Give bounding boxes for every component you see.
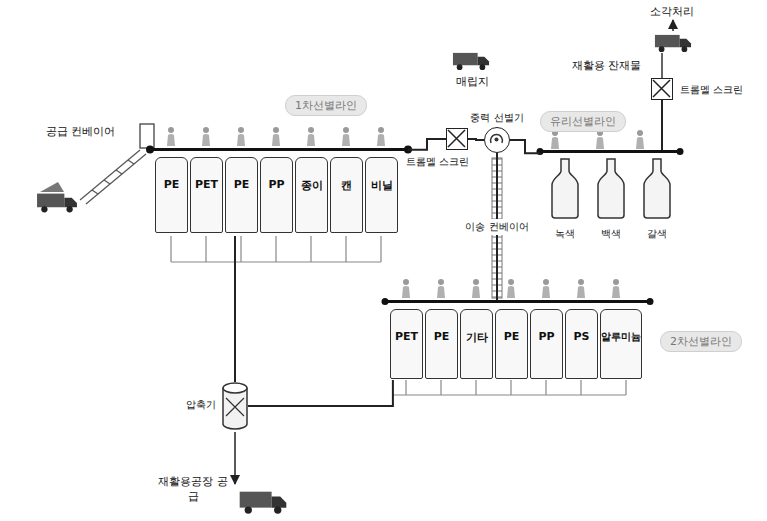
sorting-line: 1차선별라인PEPETPEPP종이캔비닐	[150, 148, 408, 236]
sorting-bin: PE	[425, 309, 458, 379]
node-text: 트롬멜 스크린	[406, 155, 469, 169]
conveyor-connector	[468, 139, 484, 140]
glass-bottle: 갈색	[636, 157, 678, 241]
free-label: 공급 컨베이어	[46, 124, 116, 139]
sorting-line: 2차선별라인PETPE기타PEPPPS알루미늄	[385, 300, 650, 380]
node-text: 2차선별라인	[660, 331, 742, 352]
sorting-bin: 캔	[330, 157, 363, 233]
sorting-bin: PE	[155, 157, 188, 233]
node-text: PE	[426, 330, 457, 343]
supply-truck	[37, 182, 77, 213]
conveyor-connector	[408, 139, 446, 150]
sorting-bin: 기타	[460, 309, 493, 379]
sorting-bin: 종이	[295, 157, 328, 233]
node-text: 트롬멜 스크린	[680, 83, 743, 97]
trommel-screen: 트롬멜 스크린	[446, 128, 468, 150]
node-text: 압축기	[186, 398, 216, 412]
sorting-bin: 비닐	[365, 157, 398, 233]
node-text: 종이	[296, 178, 327, 193]
collector-pipes	[171, 236, 626, 395]
trommel-screen: 트롬멜 스크린	[651, 78, 673, 100]
conveyor-connector	[248, 380, 393, 406]
sorting-line: 유리선별라인녹색백색갈색	[540, 150, 680, 216]
sorting-bin: PET	[390, 309, 423, 379]
conveyor-connector	[661, 100, 663, 150]
node-text: PP	[261, 178, 292, 191]
node-text: 갈색	[636, 227, 678, 241]
node-text: 비닐	[366, 178, 397, 193]
sorting-bin: PP	[260, 157, 293, 233]
node-text: 녹색	[544, 227, 586, 241]
free-label: 재활용 잔재물	[572, 58, 642, 73]
node-text: PS	[566, 330, 597, 343]
landfill-truck	[453, 53, 489, 70]
glass-bottle: 백색	[590, 157, 632, 241]
conveyor-connector	[510, 140, 540, 153]
gravity-separator: 중력 선별기	[484, 127, 510, 153]
conveyor-connector	[234, 236, 236, 382]
node-text: PET	[191, 178, 222, 191]
node-text: PE	[226, 178, 257, 191]
sorting-bin: PS	[565, 309, 598, 379]
sorting-bin: PE	[495, 309, 528, 379]
edge-label: 이송 컨베이어	[463, 219, 530, 235]
residue-truck	[655, 20, 691, 78]
factory-truck	[235, 432, 286, 514]
sorting-bin: PE	[225, 157, 258, 233]
node-text: 백색	[590, 227, 632, 241]
sorting-bin: PP	[530, 309, 563, 379]
free-label: 매립지	[456, 74, 489, 89]
line-end-dots	[146, 146, 684, 306]
sorting-bin: 알루미늄	[600, 309, 642, 379]
free-label: 소각처리	[650, 4, 694, 19]
node-text: 1차선별라인	[285, 95, 367, 116]
node-text: PET	[391, 330, 422, 343]
node-text: PE	[156, 178, 187, 191]
node-text: 알루미늄	[601, 330, 641, 344]
node-text: 기타	[461, 330, 492, 345]
free-label: 재활용공장 공급	[158, 474, 228, 504]
node-text: PE	[496, 330, 527, 343]
node-text: 중력 선별기	[470, 111, 523, 125]
node-text: PP	[531, 330, 562, 343]
compressor: 압축기	[222, 382, 248, 430]
sorting-bin: PET	[190, 157, 223, 233]
node-text: 캔	[331, 178, 362, 193]
node-text: 유리선별라인	[540, 111, 626, 132]
glass-bottle: 녹색	[544, 157, 586, 241]
